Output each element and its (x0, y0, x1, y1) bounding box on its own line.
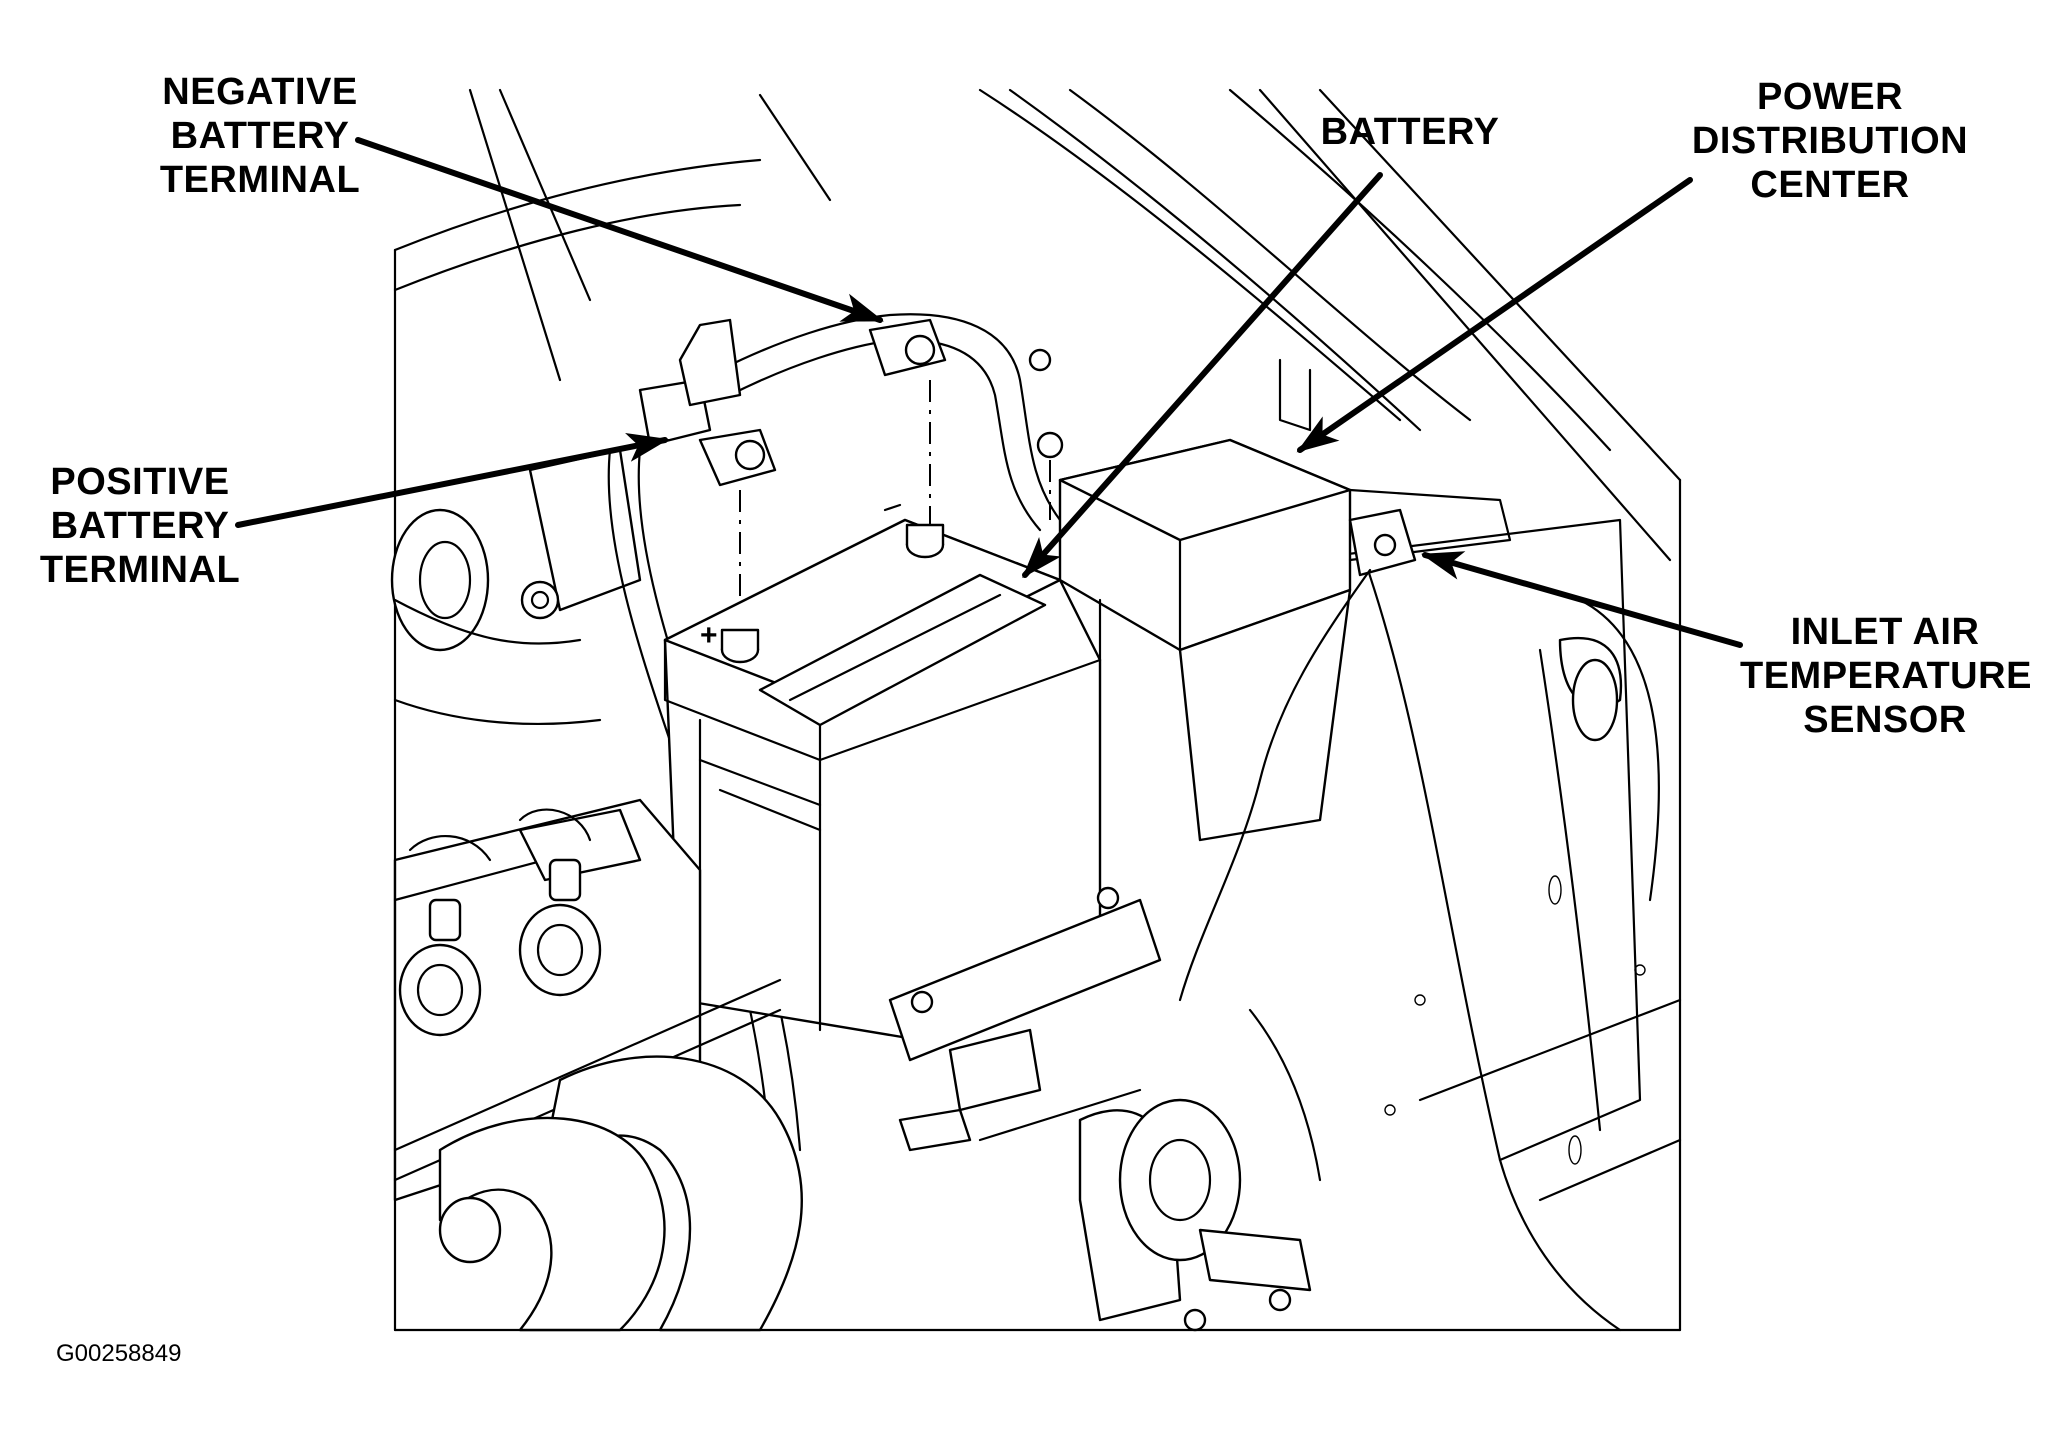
arrow-inlet-air-sensor (1420, 551, 1743, 648)
negative-cable (718, 313, 1064, 540)
callout-line: NEGATIVE (162, 71, 358, 113)
arrow-power-distribution-center (1296, 177, 1693, 453)
callout-line: CENTER (1750, 164, 1910, 206)
callout-arrows (235, 137, 1743, 648)
battery-body: + (663, 503, 1162, 1062)
body-panels (393, 88, 1682, 1332)
arrow-positive-terminal (235, 432, 670, 528)
callout-line: TERMINAL (39, 549, 241, 591)
callout-line: BATTERY (170, 115, 350, 157)
battery-polarity-mark: + (700, 619, 718, 652)
left-components (390, 448, 642, 726)
callout-line: INLET AIR (1790, 611, 1980, 653)
callout-line: SENSOR (1803, 699, 1967, 741)
callout-battery: BATTERY (1300, 110, 1520, 154)
callout-line: TEMPERATURE (1740, 655, 2032, 697)
power-distribution-center (1028, 348, 1512, 1002)
callout-line: POWER (1756, 76, 1904, 118)
callout-line: POSITIVE (50, 461, 230, 503)
engine-components (393, 798, 1322, 1332)
callout-positive-battery-terminal: POSITIVE BATTERY TERMINAL (20, 460, 260, 592)
callout-inlet-air-temperature-sensor: INLET AIR TEMPERATURE SENSOR (1740, 610, 2032, 742)
callout-line: DISTRIBUTION (1691, 120, 1969, 162)
callout-power-distribution-center: POWER DISTRIBUTION CENTER (1670, 75, 1990, 207)
figure-id: G00258849 (56, 1340, 182, 1367)
arrow-negative-terminal (355, 137, 884, 323)
arrow-battery (1022, 172, 1383, 579)
positive-clamp (638, 318, 777, 620)
callout-line: TERMINAL (159, 159, 361, 201)
callout-line: BATTERY (50, 505, 230, 547)
callout-negative-battery-terminal: NEGATIVE BATTERY TERMINAL (140, 70, 380, 202)
callout-line: BATTERY (1320, 111, 1500, 153)
